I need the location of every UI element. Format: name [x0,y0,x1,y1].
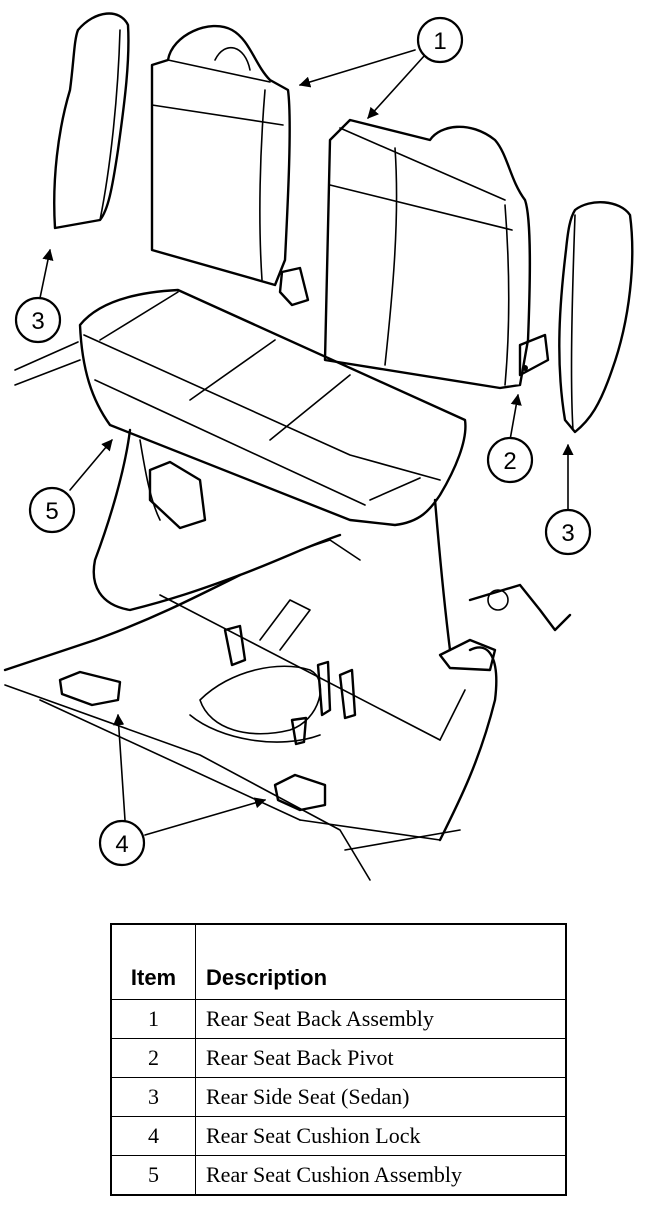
table-row: 2 Rear Seat Back Pivot [110,1038,567,1078]
callout-4: 4 [98,819,146,867]
callout-5: 5 [28,486,76,534]
parts-legend-table: Item Description 1 Rear Seat Back Assemb… [110,923,567,1196]
callout-label: 1 [433,28,446,55]
callout-2: 2 [486,436,534,484]
row-item: 2 [110,1038,196,1078]
row-item: 1 [110,999,196,1039]
callout-1: 1 [416,16,464,64]
row-description: Rear Seat Cushion Lock [195,1116,567,1156]
row-description: Rear Seat Back Pivot [195,1038,567,1078]
seat-back-latch [278,266,310,307]
cushion-locks [58,460,357,812]
leader-lines [39,49,574,836]
table-row: 5 Rear Seat Cushion Assembly [110,1155,567,1196]
header-item: Item [110,923,196,1000]
header-description: Description [195,923,567,1000]
exploded-seat-diagram: 1 2 3 3 4 5 [3,12,634,881]
row-description: Rear Seat Cushion Assembly [195,1155,567,1196]
callout-3-left: 3 [14,296,62,344]
callout-label: 3 [561,520,574,547]
row-item: 5 [110,1155,196,1196]
seat-cushion [78,288,467,527]
row-item: 3 [110,1077,196,1117]
left-seat-back [150,24,291,287]
callout-label: 5 [45,498,58,525]
left-side-seat [53,12,130,230]
row-item: 4 [110,1116,196,1156]
table-row: 3 Rear Side Seat (Sedan) [110,1077,567,1117]
callout-label: 4 [115,831,128,858]
right-side-seat [558,201,634,434]
row-description: Rear Side Seat (Sedan) [195,1077,567,1117]
callout-label: 3 [31,308,44,335]
callout-label: 2 [503,448,516,475]
row-description: Rear Seat Back Assembly [195,999,567,1039]
callout-3-right: 3 [544,508,592,556]
table-row: 1 Rear Seat Back Assembly [110,999,567,1039]
table-header-row: Item Description [110,923,567,1000]
right-seat-back [323,118,550,390]
table-row: 4 Rear Seat Cushion Lock [110,1116,567,1156]
floor-pan [3,341,572,881]
